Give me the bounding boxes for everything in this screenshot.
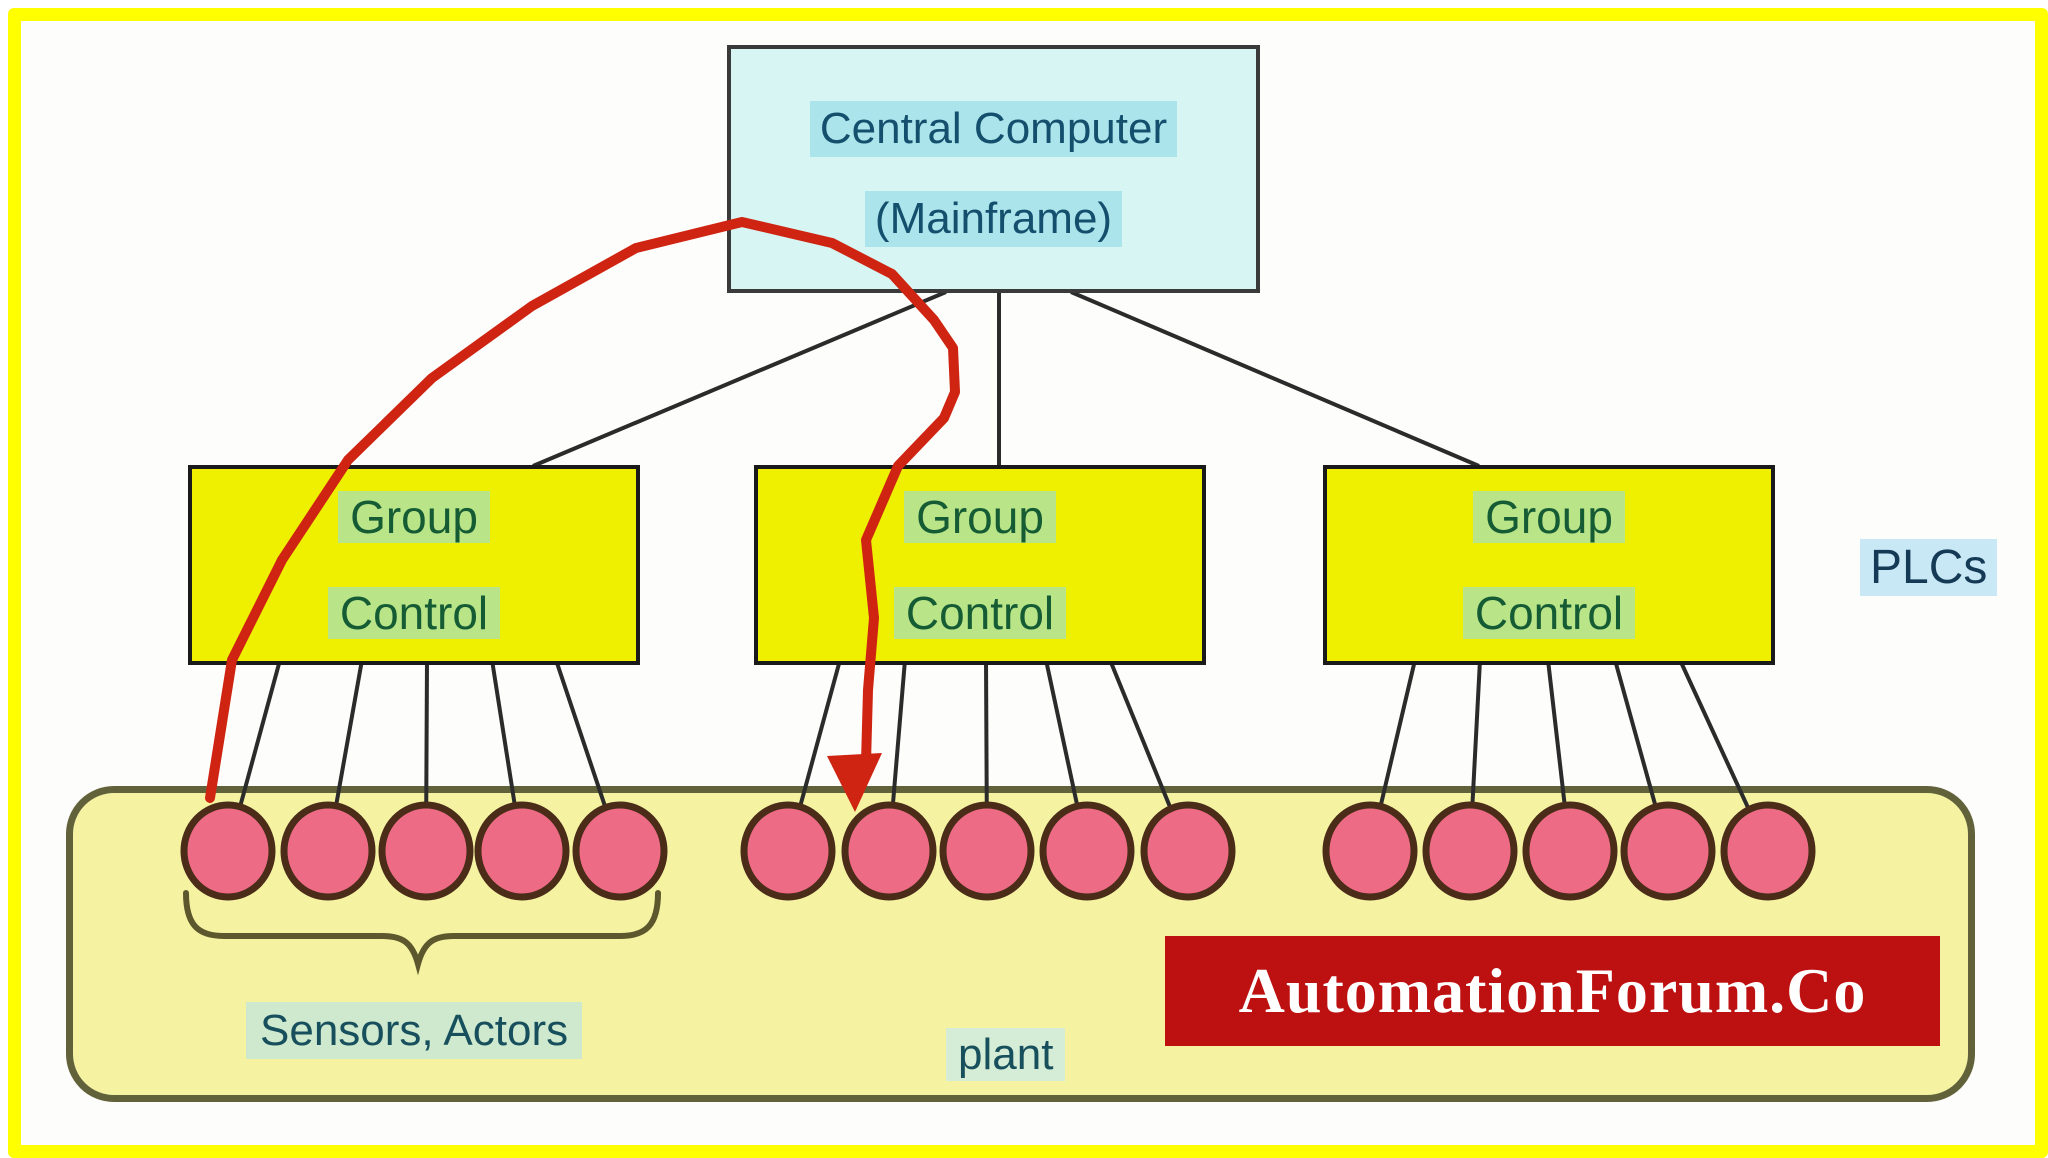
plc-circle xyxy=(1720,801,1816,901)
central-computer-label-line1: Central Computer xyxy=(809,101,1178,157)
sensors-actors-label: Sensors, Actors xyxy=(246,1002,583,1059)
group-control-3-label-line2: Control xyxy=(1462,587,1636,640)
plc-circle xyxy=(1039,801,1135,901)
plc-circle xyxy=(1522,801,1618,901)
group-control-2-label-line2: Control xyxy=(893,587,1067,640)
group-control-box-1: Group Control xyxy=(188,465,640,665)
plc-circle xyxy=(1140,801,1236,901)
red-arrowhead xyxy=(827,753,882,812)
plcs-label: PLCs xyxy=(1860,539,1998,596)
group-control-1-label-line2: Control xyxy=(327,587,501,640)
plc-circle xyxy=(378,801,474,901)
sensors-actors-label-text: Sensors, Actors xyxy=(246,1002,583,1059)
plc-circle xyxy=(740,801,836,901)
central-computer-box: Central Computer (Mainframe) xyxy=(727,45,1260,293)
group-control-box-3: Group Control xyxy=(1323,465,1775,665)
plant-label-text: plant xyxy=(946,1028,1066,1081)
central-to-group-line xyxy=(1070,290,1480,468)
plc-circle xyxy=(1422,801,1518,901)
sensors-actors-brace xyxy=(183,890,661,976)
plc-circle xyxy=(939,801,1035,901)
plc-circle xyxy=(474,801,570,901)
central-to-group-links xyxy=(532,290,1480,468)
central-computer-label-line2: (Mainframe) xyxy=(864,191,1123,247)
plc-circle xyxy=(1322,801,1418,901)
plc-circle xyxy=(1620,801,1716,901)
plc-circle xyxy=(841,801,937,901)
group-control-3-label-line1: Group xyxy=(1473,490,1625,543)
plc-circle xyxy=(280,801,376,901)
plcs-label-text: PLCs xyxy=(1860,539,1998,596)
central-to-group-line xyxy=(532,290,947,468)
red-highlight-arrow-path xyxy=(205,217,960,803)
plc-circles xyxy=(180,801,1816,901)
plant-label: plant xyxy=(946,1028,1066,1081)
group-control-1-label-line1: Group xyxy=(338,490,490,543)
plc-circle xyxy=(180,801,276,901)
plc-circle xyxy=(572,801,668,901)
group-control-2-label-line1: Group xyxy=(904,490,1056,543)
group-control-box-2: Group Control xyxy=(754,465,1206,665)
watermark-badge: AutomationForum.Co xyxy=(1165,936,1940,1046)
watermark-text: AutomationForum.Co xyxy=(1238,955,1867,1026)
